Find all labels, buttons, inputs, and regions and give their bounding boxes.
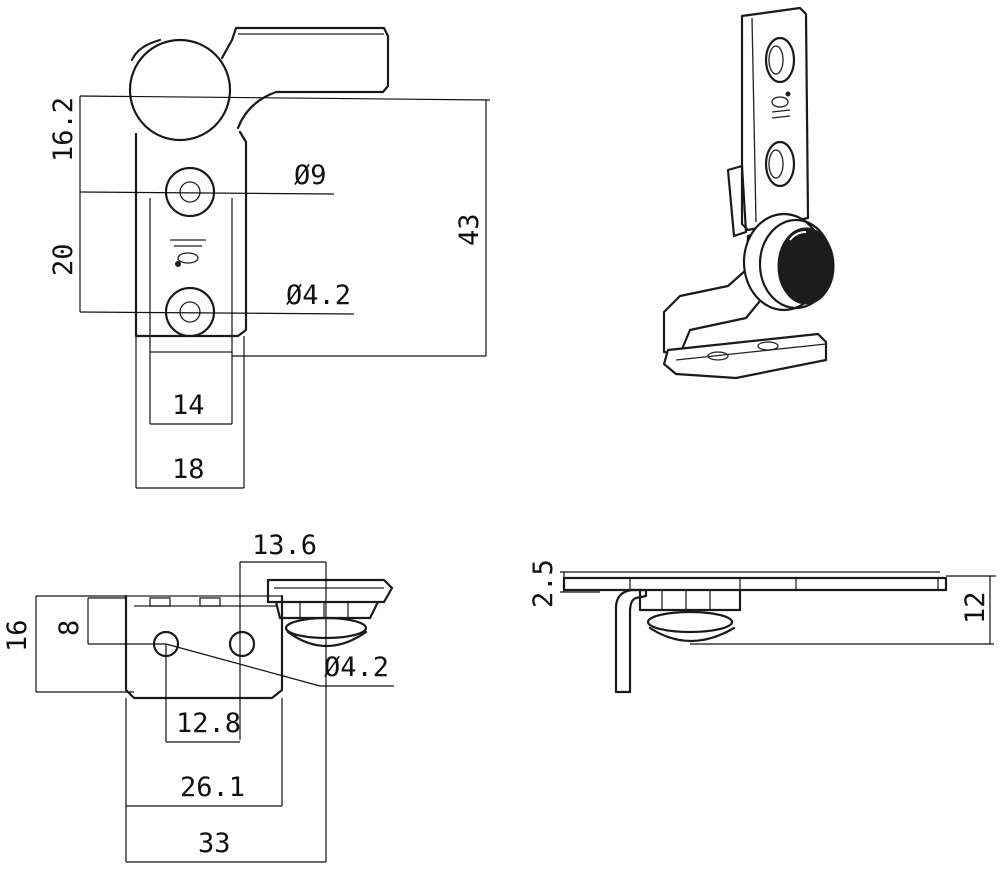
- dim-label-33: 33: [198, 828, 231, 859]
- iso-lower-hole: [764, 140, 796, 188]
- upper-hole: [164, 166, 216, 218]
- knuckle-cut: [130, 38, 162, 62]
- dim-label-16: 16: [2, 619, 33, 652]
- iso-logo-icon: [771, 91, 791, 119]
- iso-plate-edge: [751, 17, 757, 223]
- dim-label-dia-9: Ø9: [294, 160, 327, 191]
- dim-label-20: 20: [48, 243, 79, 276]
- upper-hole-inner: [179, 181, 201, 203]
- dim-label-8: 8: [54, 620, 85, 636]
- dim-label-14: 14: [172, 390, 205, 421]
- top-view: 16.2 20 43 Ø9 Ø4.2 14 18: [48, 26, 491, 489]
- iso-base-edge: [675, 343, 827, 361]
- iso-knob-highlight: [789, 231, 807, 241]
- side-roller-base: [646, 610, 734, 634]
- dim-label-2-5: 2.5: [528, 559, 559, 608]
- dim-label-16-2: 16.2: [48, 97, 79, 162]
- dim-line-9-leader: [79, 191, 335, 195]
- front-view: 13.6 16 8 Ø4.2 12.8 26.1 33: [2, 530, 394, 863]
- front-hole-right: [228, 630, 256, 658]
- isometric-view: [662, 6, 835, 380]
- front-plate-tab-right: [199, 597, 221, 607]
- dim-leader-4-2: [165, 643, 321, 687]
- front-roller-body: [274, 600, 380, 620]
- dim-label-12-8: 12.8: [176, 708, 241, 739]
- front-plate-outline: [124, 594, 284, 700]
- side-roller-lip: [648, 626, 736, 643]
- side-plate: [562, 576, 948, 592]
- dim-label-18: 18: [172, 454, 205, 485]
- side-l-bracket: [614, 588, 648, 694]
- iso-upper-hole-inner: [768, 45, 784, 75]
- side-roller-body: [638, 588, 742, 612]
- iso-side-tab: [726, 164, 748, 238]
- dim-label-dia-4-2: Ø4.2: [286, 280, 351, 311]
- lower-hole: [164, 286, 216, 338]
- front-plate-tab-left: [149, 597, 171, 607]
- dim-label-12: 12: [960, 591, 991, 624]
- lower-hole-inner: [179, 301, 201, 323]
- upper-arm-outline: [220, 26, 390, 130]
- iso-lower-hole-inner: [768, 149, 784, 179]
- dim-label-dia-4-2-front: Ø4.2: [324, 652, 389, 683]
- iso-knob-face: [777, 227, 835, 305]
- dim-label-43: 43: [454, 213, 485, 246]
- dim-label-13-6: 13.6: [252, 530, 317, 561]
- iso-upper-hole: [764, 36, 796, 84]
- dim-line-4-2-leader: [79, 311, 355, 315]
- dim-label-26-1: 26.1: [180, 772, 245, 803]
- plate-outline: [134, 130, 248, 338]
- logo-stamp-icon: [170, 239, 206, 267]
- dim-line-top: [79, 95, 491, 101]
- front-roller-cap: [266, 578, 394, 604]
- side-view: 2.5 12: [528, 559, 996, 694]
- knuckle-outline: [128, 38, 232, 142]
- iso-base-hole-right: [757, 341, 779, 351]
- iso-base-hole-left: [707, 351, 729, 361]
- iso-base-plate: [662, 332, 828, 380]
